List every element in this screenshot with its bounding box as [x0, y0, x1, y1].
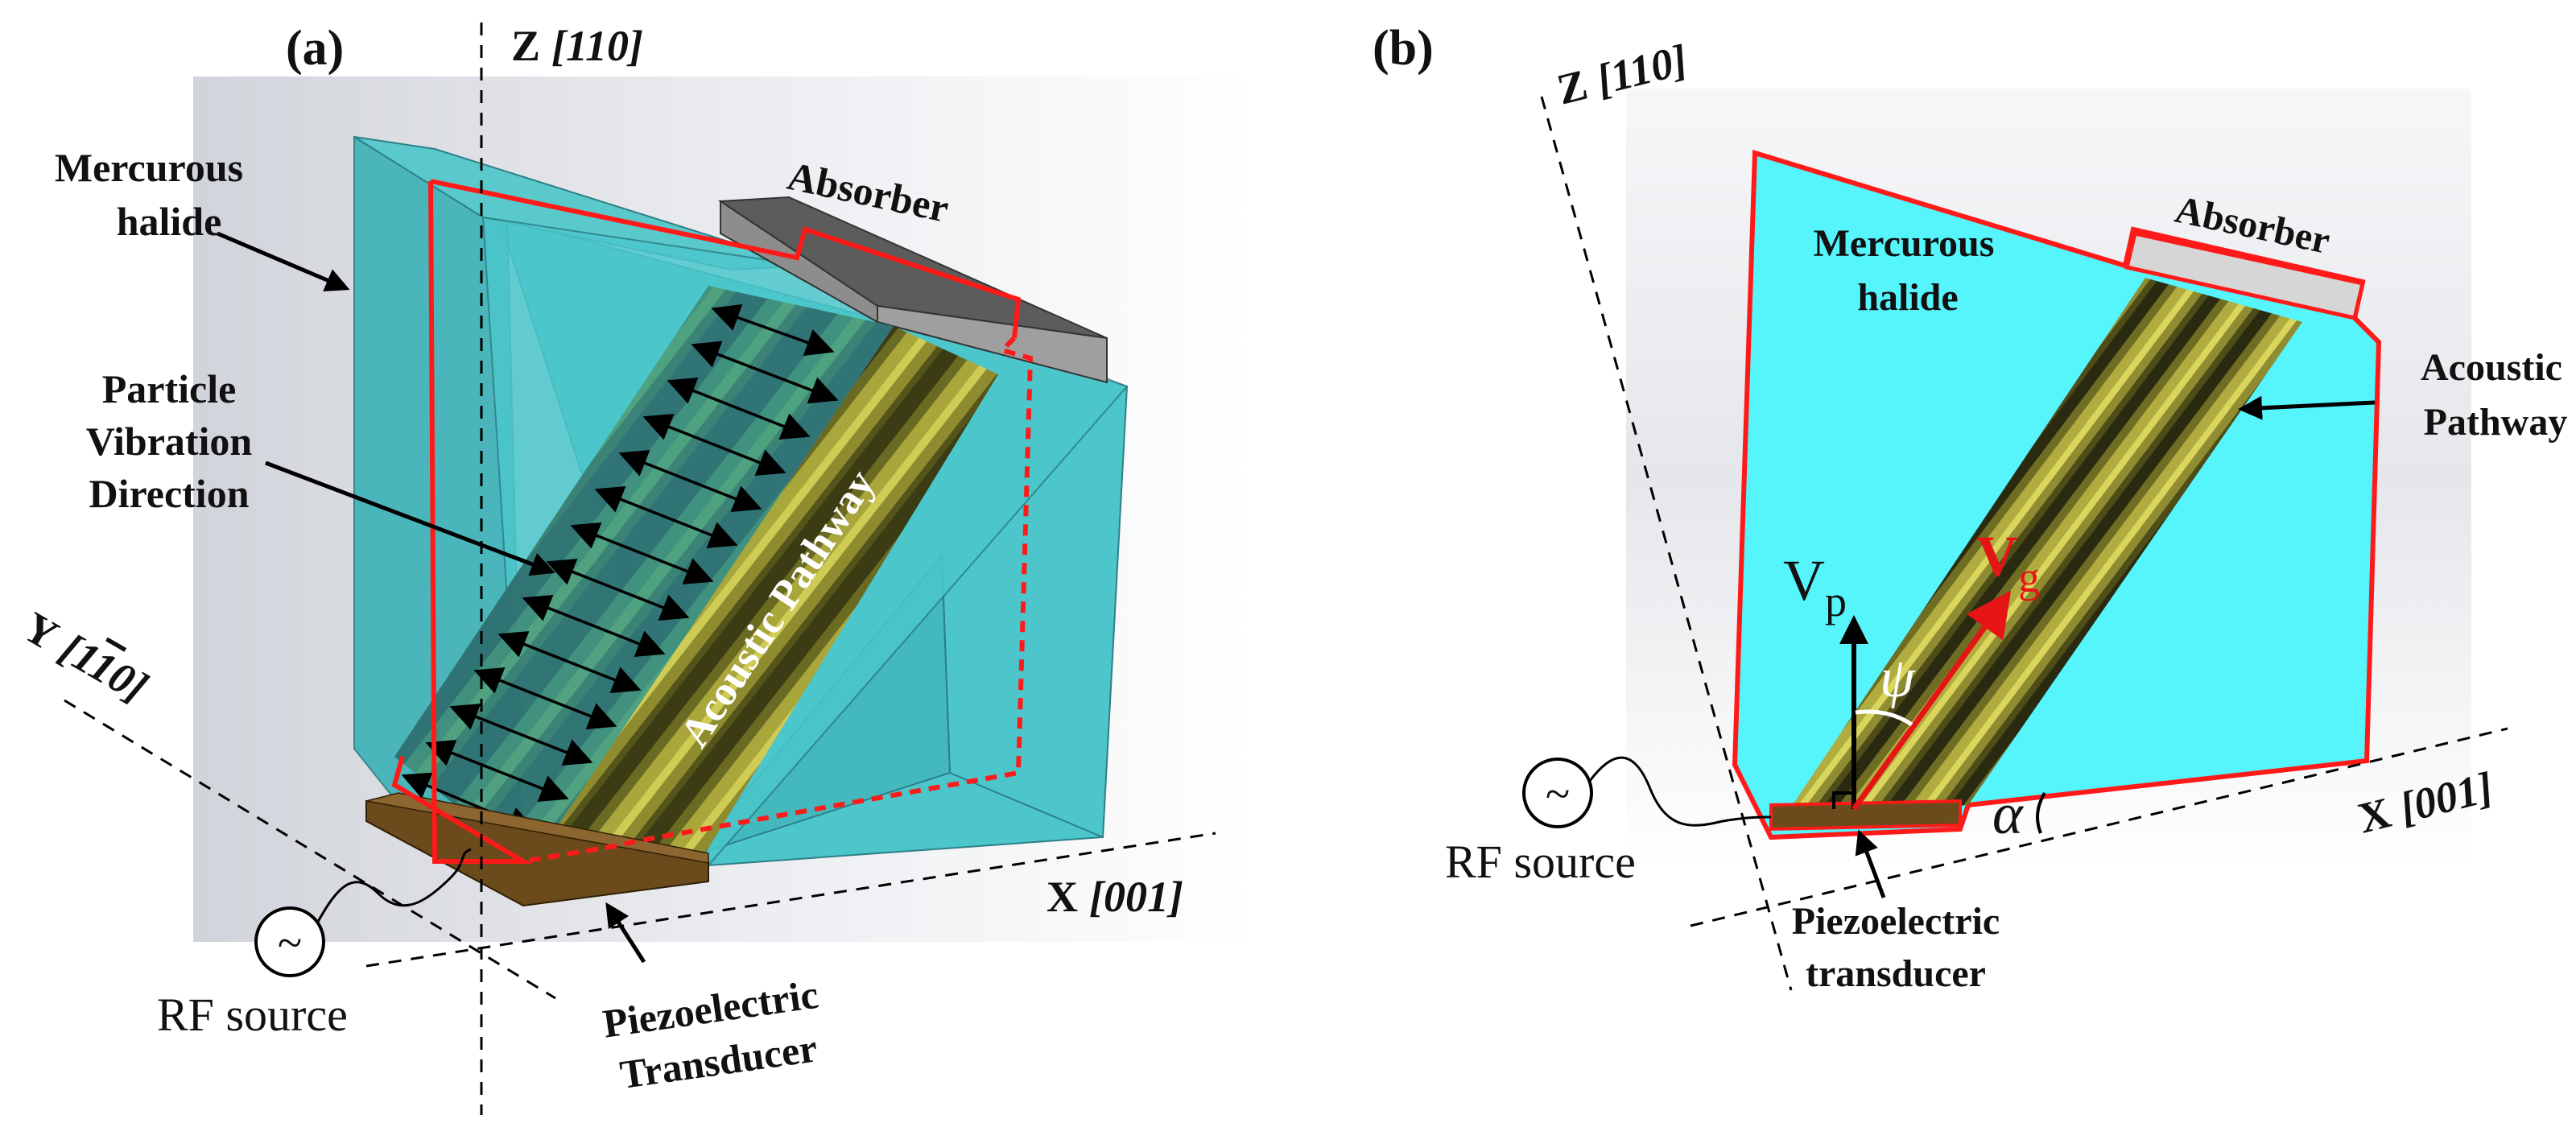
pathway-label-b-2: Pathway [2424, 401, 2568, 444]
axis-y-label-a: Y[110] [15, 602, 156, 711]
absorber-front-right [877, 304, 1108, 384]
acoustic-pathway-band [531, 326, 998, 865]
halide-label-a: halide [117, 199, 222, 244]
vibration-arrow [425, 739, 569, 803]
vibration-arrow [691, 341, 839, 404]
arrow-pathway-b [2238, 395, 2376, 420]
panel-b-tag: (b) [1373, 21, 1434, 76]
rf-source-symbol-b [1522, 758, 1593, 828]
particle-label-3: Direction [89, 471, 249, 516]
arrow-particle-a [265, 460, 555, 576]
alpha-arc [2036, 791, 2046, 834]
axis-z-b [1540, 96, 1793, 991]
cut-outline-a [430, 179, 1022, 339]
mercurous-label-a: Mercurous [55, 145, 243, 190]
alpha-label: α [1992, 782, 2024, 846]
right-angle-marker [1832, 791, 1854, 809]
axis-x-b [1690, 727, 2508, 927]
arrow-transducer-b [1855, 829, 1886, 898]
rf-source-symbol-a [254, 906, 325, 977]
svg-text:Y[110]: Y[110] [15, 602, 156, 711]
axis-y-a [64, 699, 556, 1000]
vp-label: Vp [1783, 548, 1847, 625]
vg-arrow [1852, 590, 2012, 811]
transducer-label-b-1: Piezoelectric [1792, 900, 2000, 943]
vg-label: Vg [1976, 524, 2040, 601]
transducer-b [1769, 799, 1962, 832]
rf-wire-a [316, 848, 472, 923]
arrow-mercurous-a [217, 231, 350, 292]
arrow-transducer-a [605, 902, 646, 964]
acoustic-pathway-b [1779, 278, 2302, 825]
particle-label-2: Vibration [86, 419, 253, 464]
psi-arc [1855, 709, 1913, 727]
absorber-b [2124, 231, 2366, 320]
axis-x-a [365, 832, 1216, 968]
panel-a: ~ (a) Z[110] X[001] Y[110] Mercurous hal… [15, 21, 1252, 1115]
transducer-label-b-2: transducer [1806, 952, 1986, 995]
pathway-label-b-1: Acoustic [2421, 346, 2562, 389]
panel-b: ~ (b) Z[110] X[001] Mercurous halide Abs… [1373, 21, 2567, 995]
cut-outline-a-left [391, 180, 532, 864]
crystal-inner-edge [941, 555, 1104, 838]
rf-source-tilde-a: ~ [278, 919, 302, 968]
rf-source-tilde-b: ~ [1546, 770, 1570, 820]
particle-label-1: Particle [102, 366, 237, 411]
halide-label-b: halide [1857, 276, 1958, 319]
rf-source-label-b: RF source [1445, 836, 1636, 888]
psi-label: ψ [1880, 647, 1916, 709]
rf-source-label-a: RF source [157, 989, 348, 1041]
mercurous-label-b: Mercurous [1814, 222, 1995, 265]
transducer-a-top [365, 792, 709, 864]
rf-wire-b [1588, 756, 1772, 827]
panel-a-tag: (a) [286, 21, 344, 76]
axis-x-label-a: X[001] [1046, 873, 1183, 921]
axis-z-label-a: Z[110] [511, 22, 643, 70]
